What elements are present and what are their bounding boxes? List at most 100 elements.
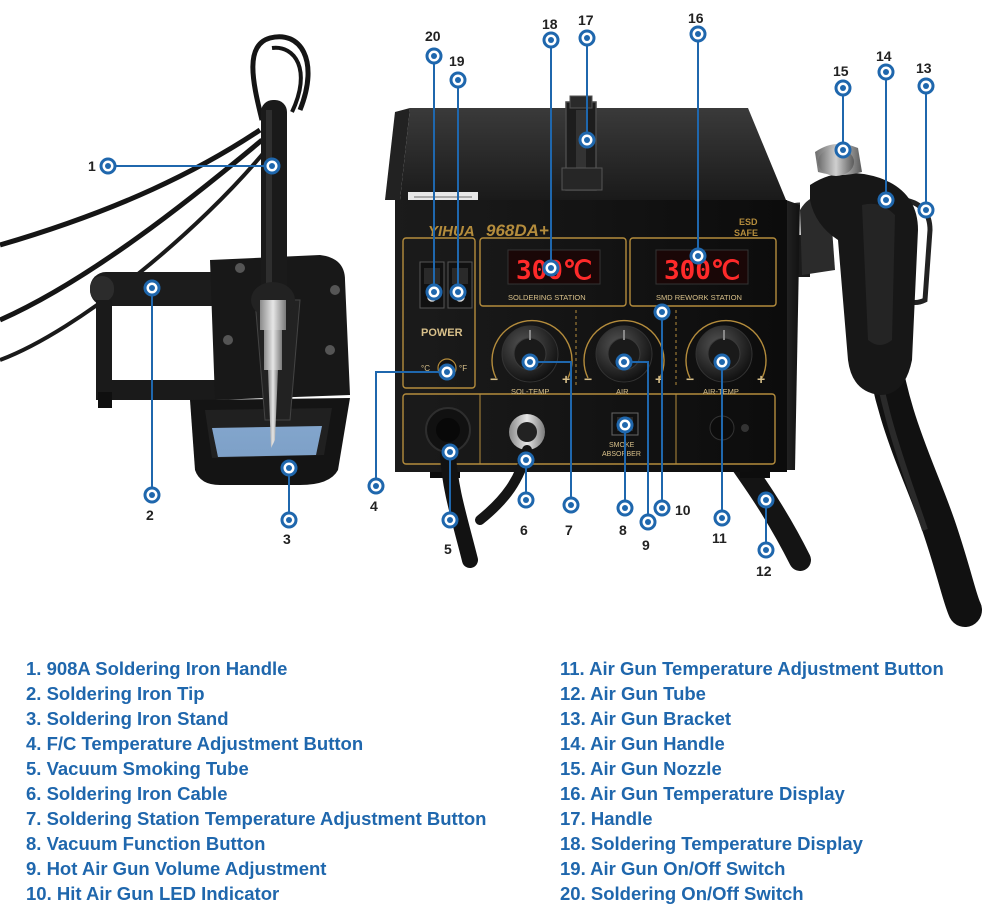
callout-marker-dot xyxy=(527,359,533,365)
soldering-iron-stand xyxy=(0,34,350,485)
callout-marker-dot xyxy=(763,497,769,503)
legend-item: 8. Vacuum Function Button xyxy=(26,833,266,854)
callout-18 xyxy=(542,31,560,277)
callout-marker-dot xyxy=(719,359,725,365)
callout-1 xyxy=(99,157,281,175)
callout-marker-dot xyxy=(105,163,111,169)
legend-right: 11. Air Gun Temperature Adjustment Butto… xyxy=(560,656,944,906)
callout-11 xyxy=(713,353,731,527)
callout-number: 15 xyxy=(833,63,849,79)
callout-number: 12 xyxy=(756,563,772,579)
smoke-label: SMOKE xyxy=(609,442,635,449)
callout-marker-dot xyxy=(286,465,292,471)
air-temp-minus: − xyxy=(686,371,694,387)
station-labels: YIHUA 968DA+ ESD SAFE 300℃ 300℃ SOLDERIN… xyxy=(421,217,765,458)
callout-14 xyxy=(877,63,895,209)
callout-number: 20 xyxy=(425,28,441,44)
callout-marker-dot xyxy=(149,492,155,498)
power-label: POWER xyxy=(421,327,463,339)
legend-item: 20. Soldering On/Off Switch xyxy=(560,883,804,904)
callout-number: 18 xyxy=(542,16,558,32)
callout-number: 13 xyxy=(916,60,932,76)
callout-marker-dot xyxy=(523,497,529,503)
legend-item: 12. Air Gun Tube xyxy=(560,683,706,704)
callout-layer xyxy=(99,25,935,559)
callout-number: 6 xyxy=(520,522,528,538)
callout-17 xyxy=(578,29,596,149)
callout-marker-dot xyxy=(584,137,590,143)
esd-label: ESD xyxy=(739,217,758,227)
callout-marker-dot xyxy=(695,253,701,259)
callout-16 xyxy=(689,25,707,265)
callout-marker-dot xyxy=(659,309,665,315)
legend-item: 17. Handle xyxy=(560,808,653,829)
safe-label: SAFE xyxy=(734,228,758,238)
callout-5 xyxy=(441,443,459,529)
legend-item: 2. Soldering Iron Tip xyxy=(26,683,205,704)
callout-marker-dot xyxy=(883,197,889,203)
callout-marker-dot xyxy=(763,547,769,553)
callout-10 xyxy=(653,303,671,517)
legend-item: 7. Soldering Station Temperature Adjustm… xyxy=(26,808,487,829)
air-temp-plus: + xyxy=(757,371,765,387)
callout-marker-dot xyxy=(455,289,461,295)
callout-number: 9 xyxy=(642,537,650,553)
absorber-label: ABSORBER xyxy=(602,451,641,458)
callout-marker-dot xyxy=(431,53,437,59)
callout-number: 16 xyxy=(688,10,704,26)
callout-marker-dot xyxy=(548,265,554,271)
sol-temp-minus: − xyxy=(490,371,498,387)
callout-9 xyxy=(615,353,657,531)
callout-number: 11 xyxy=(712,530,727,546)
callout-number: 1 xyxy=(88,158,96,174)
legend-item: 16. Air Gun Temperature Display xyxy=(560,783,845,804)
callout-number: 17 xyxy=(578,12,594,28)
callout-marker-dot xyxy=(883,69,889,75)
fahrenheit-label: °F xyxy=(459,364,467,373)
callout-marker-dot xyxy=(269,163,275,169)
callout-marker-dot xyxy=(840,85,846,91)
legend-item: 13. Air Gun Bracket xyxy=(560,708,732,729)
model-name: 968DA+ xyxy=(486,221,549,240)
callout-13 xyxy=(917,77,935,219)
callout-marker-dot xyxy=(431,289,437,295)
callout-8 xyxy=(616,416,634,517)
callout-number: 10 xyxy=(675,502,691,518)
celsius-label: °C xyxy=(421,364,430,373)
callout-12 xyxy=(757,491,775,559)
callout-marker-dot xyxy=(645,519,651,525)
legend-item: 6. Soldering Iron Cable xyxy=(26,783,228,804)
callout-marker-dot xyxy=(286,517,292,523)
legend-item: 5. Vacuum Smoking Tube xyxy=(26,758,249,779)
smd-rework-station-label: SMD REWORK STATION xyxy=(656,293,742,302)
callout-marker-dot xyxy=(447,517,453,523)
legend-item: 19. Air Gun On/Off Switch xyxy=(560,858,786,879)
callout-marker-dot xyxy=(923,207,929,213)
legend-item: 3. Soldering Iron Stand xyxy=(26,708,229,729)
callout-marker-dot xyxy=(523,457,529,463)
callout-leader-line xyxy=(530,361,572,505)
callout-number: 4 xyxy=(370,498,378,514)
callout-number: 19 xyxy=(449,53,465,69)
air-minus: − xyxy=(584,371,592,387)
callout-marker-dot xyxy=(447,449,453,455)
callout-leader-line xyxy=(375,371,447,486)
air-plus: + xyxy=(655,371,663,387)
callout-marker-dot xyxy=(622,505,628,511)
callout-marker-dot xyxy=(923,83,929,89)
callout-number: 5 xyxy=(444,541,452,557)
callout-2 xyxy=(143,279,161,504)
soldering-station-label: SOLDERING STATION xyxy=(508,293,586,302)
legend-item: 14. Air Gun Handle xyxy=(560,733,725,754)
callout-number: 7 xyxy=(565,522,573,538)
sol-temp-label: SOL-TEMP xyxy=(511,387,549,396)
callout-15 xyxy=(834,79,852,159)
callout-number: 3 xyxy=(283,531,291,547)
callout-marker-dot xyxy=(373,483,379,489)
callout-4 xyxy=(367,363,456,495)
callout-number: 2 xyxy=(146,507,154,523)
legend-item: 10. Hit Air Gun LED Indicator xyxy=(26,883,280,904)
